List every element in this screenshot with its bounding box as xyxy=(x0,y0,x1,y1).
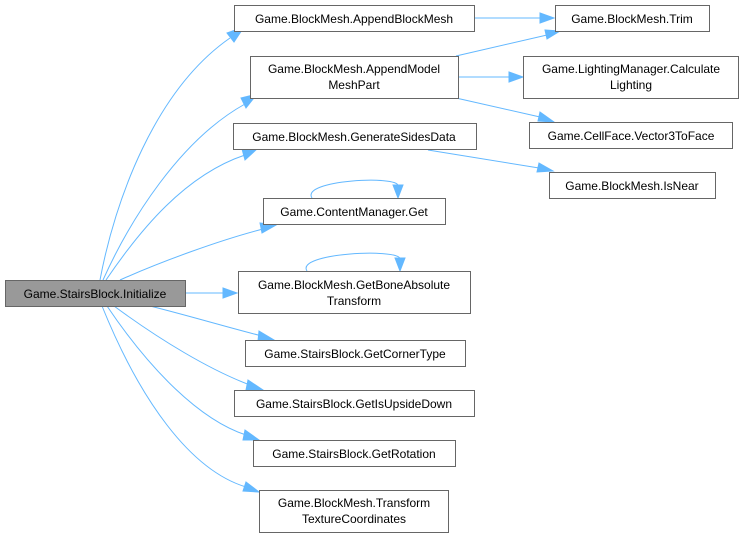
node-append-model-mesh-part[interactable]: Game.BlockMesh.AppendModel MeshPart xyxy=(250,56,459,99)
edge-content-manager-get-self-loop xyxy=(310,179,404,200)
node-root[interactable]: Game.StairsBlock.Initialize xyxy=(5,280,186,307)
node-label: Game.CellFace.Vector3ToFace xyxy=(548,129,715,143)
node-get-bone-absolute-transform[interactable]: Game.BlockMesh.GetBoneAbsolute Transform xyxy=(238,271,471,314)
node-label: Game.StairsBlock.GetCornerType xyxy=(264,347,446,361)
node-transform-texture-coordinates[interactable]: Game.BlockMesh.Transform TextureCoordina… xyxy=(259,490,449,533)
node-trim[interactable]: Game.BlockMesh.Trim xyxy=(555,5,710,32)
edge-root-to-content-manager-get xyxy=(119,222,278,281)
node-calculate-lighting[interactable]: Game.LightingManager.Calculate Lighting xyxy=(523,56,739,99)
node-generate-sides-data[interactable]: Game.BlockMesh.GenerateSidesData xyxy=(233,123,477,150)
node-is-near[interactable]: Game.BlockMesh.IsNear xyxy=(549,172,716,199)
node-label-line-1: Game.BlockMesh.AppendModel xyxy=(268,62,440,76)
node-label: Game.StairsBlock.GetRotation xyxy=(272,447,435,461)
nodes-layer: Game.StairsBlock.Initialize Game.BlockMe… xyxy=(5,5,739,533)
edge-append-block-mesh-to-trim xyxy=(474,12,556,24)
node-vector3-to-face[interactable]: Game.CellFace.Vector3ToFace xyxy=(529,122,733,149)
node-label: Game.BlockMesh.IsNear xyxy=(565,179,698,193)
edge-append-model-mesh-part-to-vector3-to-face xyxy=(455,97,556,123)
node-label-line-1: Game.BlockMesh.GetBoneAbsolute xyxy=(258,278,450,292)
node-append-block-mesh[interactable]: Game.BlockMesh.AppendBlockMesh xyxy=(234,5,475,32)
node-label: Game.BlockMesh.Trim xyxy=(571,12,693,26)
node-content-manager-get[interactable]: Game.ContentManager.Get xyxy=(263,198,446,225)
node-label: Game.BlockMesh.GenerateSidesData xyxy=(252,130,456,144)
node-label-line-1: Game.LightingManager.Calculate xyxy=(542,62,720,76)
edge-append-model-mesh-part-to-trim xyxy=(455,29,562,57)
edge-root-to-transform-texture-coordinates xyxy=(101,305,261,493)
node-label-line-2: Transform xyxy=(327,294,381,308)
node-label: Game.ContentManager.Get xyxy=(280,205,428,219)
edge-generate-sides-data-to-is-near xyxy=(427,149,555,173)
node-get-corner-type[interactable]: Game.StairsBlock.GetCornerType xyxy=(245,340,466,367)
edge-root-to-generate-sides-data xyxy=(105,147,260,281)
edge-append-model-mesh-part-to-calculate-lighting xyxy=(458,71,525,83)
node-label: Game.StairsBlock.GetIsUpsideDown xyxy=(256,397,452,411)
edges-layer xyxy=(99,12,562,493)
node-label-line-2: MeshPart xyxy=(328,78,380,92)
edge-root-to-get-bone-absolute-transform xyxy=(185,287,239,299)
edge-root-to-get-is-upside-down xyxy=(113,305,265,391)
node-label-line-2: TextureCoordinates xyxy=(302,512,406,526)
edge-get-bone-absolute-transform-self-loop xyxy=(305,252,406,273)
node-get-rotation[interactable]: Game.StairsBlock.GetRotation xyxy=(253,440,456,467)
node-label: Game.StairsBlock.Initialize xyxy=(24,287,167,301)
node-label-line-1: Game.BlockMesh.Transform xyxy=(278,496,430,510)
node-label-line-2: Lighting xyxy=(610,78,652,92)
node-label: Game.BlockMesh.AppendBlockMesh xyxy=(255,12,453,26)
edge-root-to-get-rotation xyxy=(106,305,261,441)
node-get-is-upside-down[interactable]: Game.StairsBlock.GetIsUpsideDown xyxy=(234,390,475,417)
